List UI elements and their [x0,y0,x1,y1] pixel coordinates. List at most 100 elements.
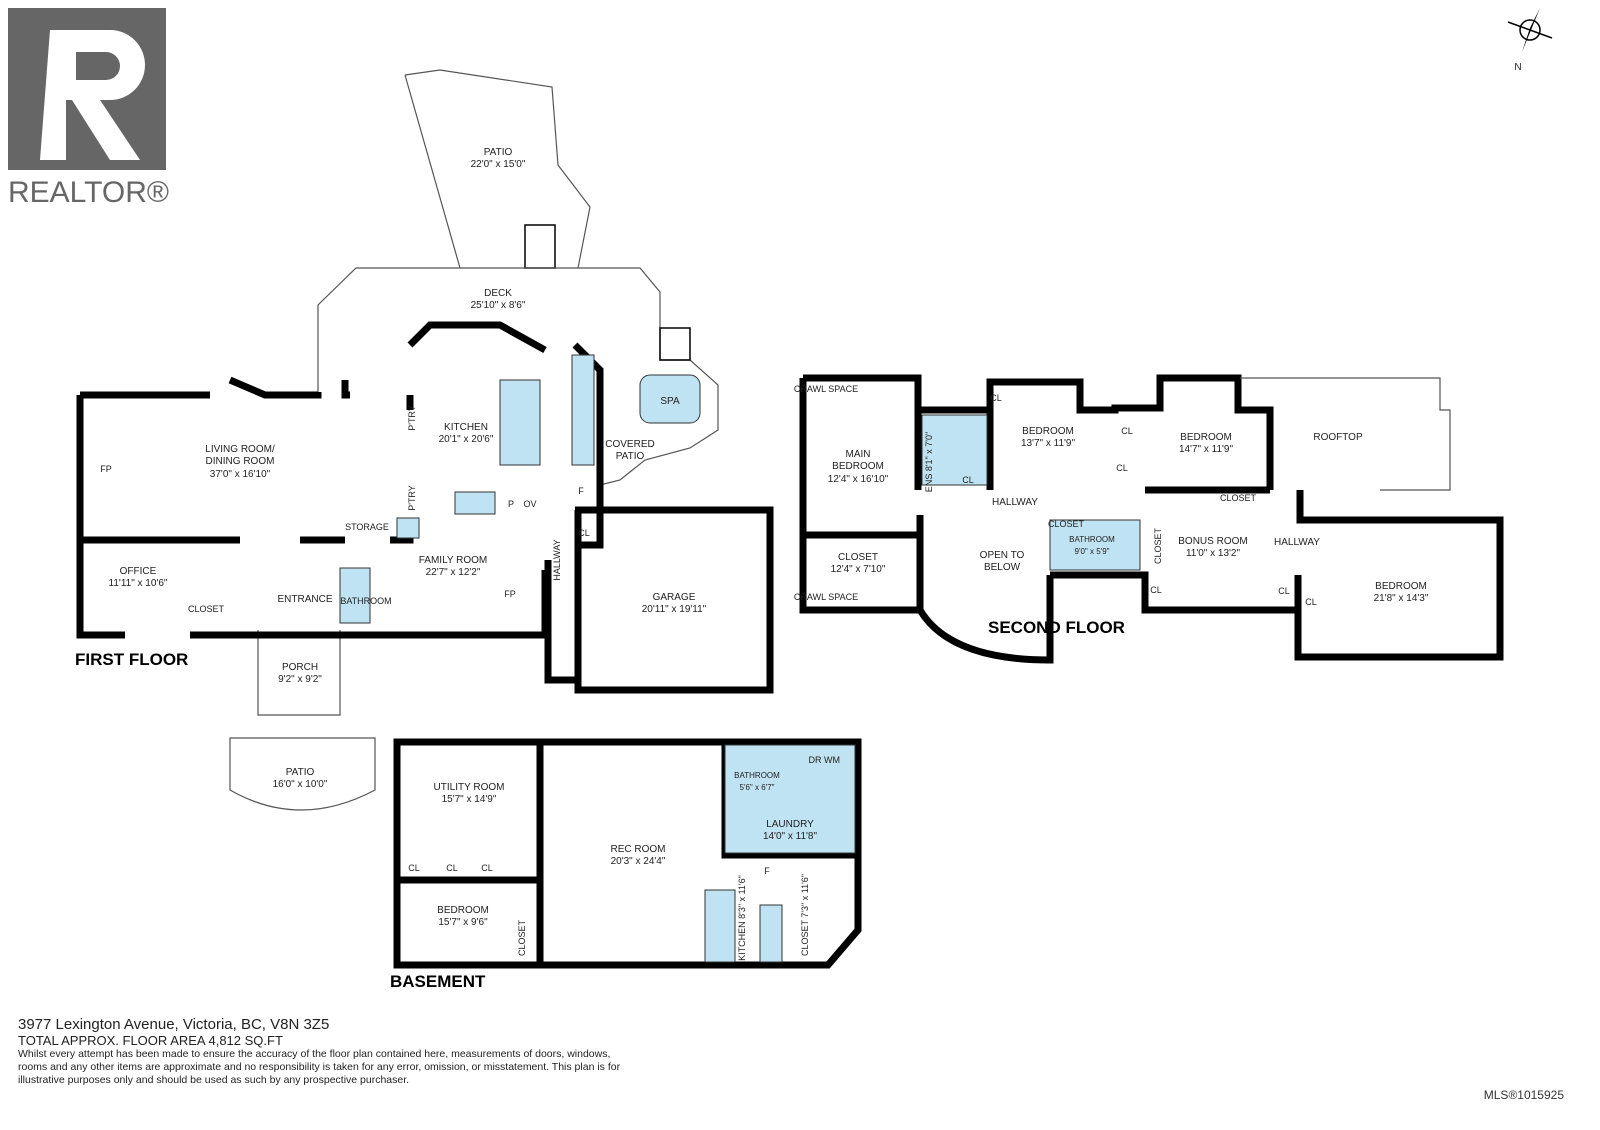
realtor-logo-text: REALTOR® [8,176,169,209]
small-labels: FP P'TRY P'TRY P OV F CL STORAGE CLOSET BATHROOM F… [100,384,1317,961]
fixture-label: P [508,499,514,509]
fixture-label: FP [504,589,516,599]
patio-stairs [524,224,556,269]
fixture-label: P'TRY [407,405,417,431]
fixture-label: CL [1121,426,1133,436]
room-label: SPA [660,396,680,407]
first-floor-walls-2 [80,321,547,544]
fixture-label: WM [824,755,840,765]
fixture-label: DR [809,755,822,765]
first-floor-title: FIRST FLOOR [75,650,188,669]
fixture-label: CL [1116,463,1128,473]
fixture-label: CL [990,393,1002,403]
room-label: HALLWAY [1274,537,1320,548]
fixture-label: FP [100,464,112,474]
bathroom-2-fixtures [1049,519,1141,571]
fixture-label: CL [446,863,458,873]
fixture-label: KITCHEN 8'3" x 11'6" [737,875,747,961]
family-sink [454,491,496,515]
fixture-label: CL [408,863,420,873]
fixture-label: CLOSET [1048,519,1085,529]
fixture-label: F [578,486,584,496]
patio-top-outline [404,69,591,269]
fixture-label: STORAGE [345,522,389,532]
fixture-label: HALLWAY [552,539,562,580]
disclaimer: Whilst every attempt has been made to en… [18,1048,621,1086]
fixture-label: CLOSET [1220,493,1257,503]
room-label: 37'0" x 16'10" [210,469,271,480]
room-label: 12'4" x 16'10" [828,474,889,485]
spa [639,374,701,424]
storage-fixture [396,517,420,539]
fixture-label: CL [578,528,590,538]
laundry-area [724,744,856,854]
room-label: ENTRANCE [277,594,332,605]
room-label: LIVING ROOM/DINING ROOM [205,444,275,467]
porch-outline [257,630,341,716]
fixture-label: CL [481,863,493,873]
compass-icon: N [1507,8,1553,73]
room-label: HALLWAY [992,497,1038,508]
floor-area: TOTAL APPROX. FLOOR AREA 4,812 SQ.FT [18,1033,283,1048]
fixture-label: OV [523,499,536,509]
room-label: ROOFTOP [1313,432,1363,443]
mls-number: MLS®1015925 [1483,1088,1564,1102]
fixture-label: BATHROOM [340,596,391,606]
property-address: 3977 Lexington Avenue, Victoria, BC, V8N… [18,1016,330,1033]
patio-bottom-outline [229,737,376,811]
fixture-label: CRAWL SPACE [794,592,858,602]
rooftop-outline [1240,377,1451,491]
patio-edge [404,74,461,269]
fixture-label: CL [962,475,974,485]
basement-kitchen-counter [704,889,736,963]
realtor-logo: REALTOR® [8,8,169,209]
fixture-label: CLOSET [517,919,527,956]
bathroom-fixture [339,567,371,624]
fixture-label: CLOSET 7'3" x 11'6" [800,874,810,956]
fixture-label: CL [1150,585,1162,595]
second-floor-walls [799,374,1504,664]
second-floor-title: SECOND FLOOR [988,618,1125,637]
compass-label: N [1514,62,1521,73]
fixture-label: CL [1278,586,1290,596]
kitchen-island [499,379,541,466]
ensuite-fixtures [921,414,988,486]
basement-walls [393,738,862,969]
fixture-label: ENS 8'1" x 7'0" [924,432,934,492]
second-floor-walls-2 [803,515,924,610]
fixture-label: CLOSET [188,604,225,614]
fixture-label: F [764,866,770,876]
basement-title: BASEMENT [390,972,486,991]
fixture-label: P'TRY [407,485,417,511]
footer: 3977 Lexington Avenue, Victoria, BC, V8N… [18,1016,638,1087]
fixture-label: CLOSET [1153,527,1163,564]
deck-stairs [659,327,691,361]
fixture-label: CL [1305,597,1317,607]
fixture-label: CRAWL SPACE [794,384,858,394]
kitchen-counter [571,354,595,466]
